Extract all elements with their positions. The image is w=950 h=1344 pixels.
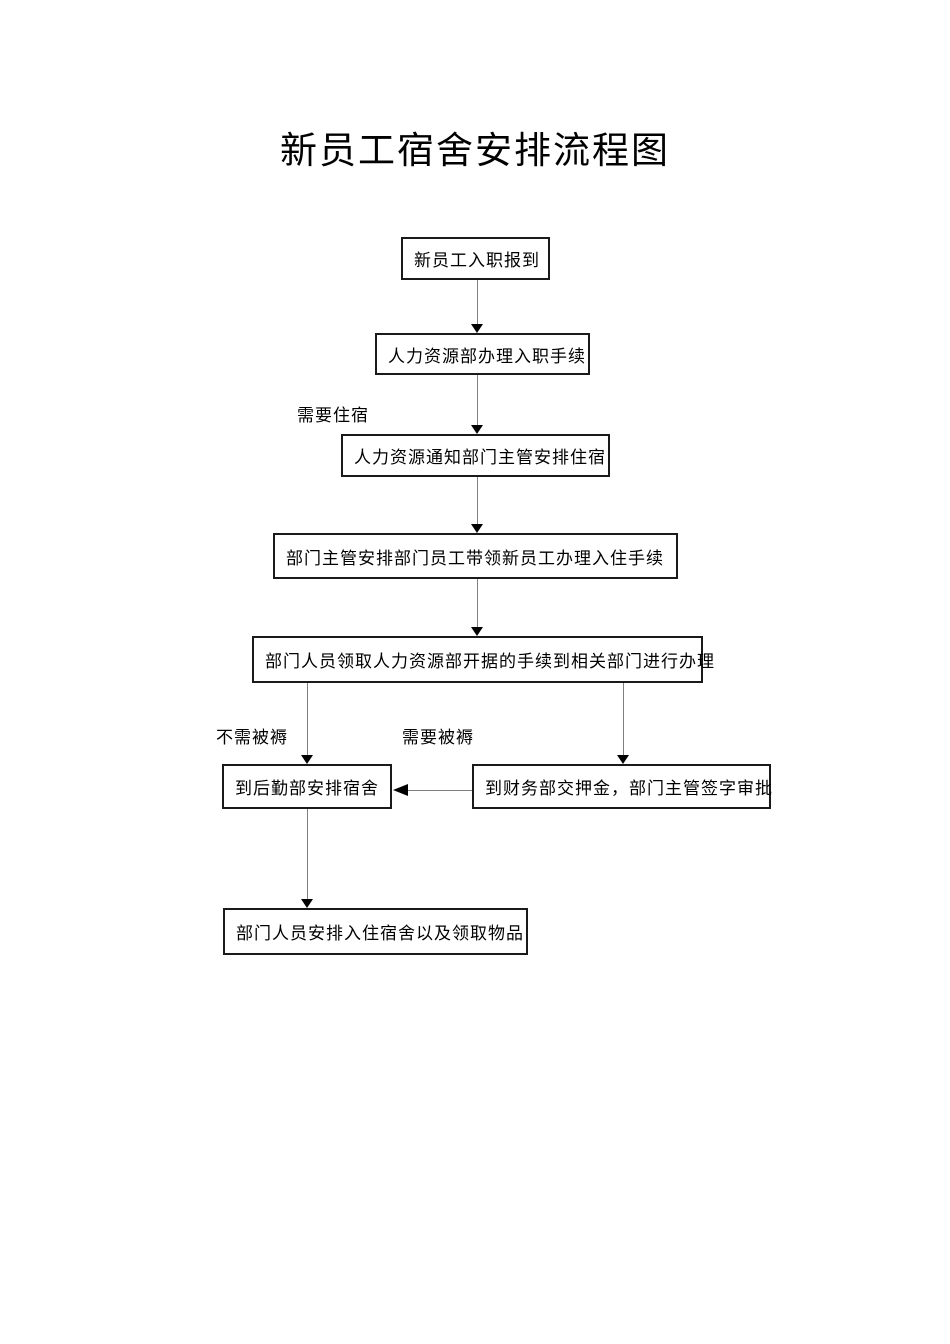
- connector-notify-to-supervisor-arrowhead: [471, 524, 483, 533]
- connector-logistics-to-checkin-line: [307, 809, 308, 899]
- node-collect-procedures: 部门人员领取人力资源部开据的手续到相关部门进行办理: [252, 636, 714, 683]
- connector-notify-to-supervisor-line: [477, 477, 478, 524]
- page-title: 新员工宿舍安排流程图: [280, 131, 670, 172]
- node-hr-notify-supervisor: 人力资源通知部门主管安排住宿: [341, 434, 610, 477]
- node-hr-onboarding: 人力资源部办理入职手续: [375, 333, 590, 375]
- connector-hr-to-notify-line: [477, 375, 478, 425]
- node-new-employee-report: 新员工入职报到: [401, 237, 550, 280]
- connector-start-to-hr-line: [477, 280, 478, 324]
- node-finance-deposit: 到财务部交押金，部门主管签字审批: [472, 764, 772, 809]
- connector-supervisor-to-collect-line: [477, 579, 478, 627]
- connector-finance-to-logistics-line: [408, 790, 472, 791]
- connector-collect-to-logistics-line: [307, 683, 308, 755]
- edge-label-no-bedding: 不需被褥: [216, 728, 288, 747]
- node-supervisor-arrange-checkin: 部门主管安排部门员工带领新员工办理入住手续: [273, 533, 678, 579]
- connector-collect-to-finance-line: [623, 683, 624, 755]
- edge-label-need-bedding: 需要被褥: [402, 728, 474, 747]
- node-logistics-dorm: 到后勤部安排宿舍: [222, 764, 392, 809]
- connector-start-to-hr-arrowhead: [471, 324, 483, 333]
- edge-label-need-accommodation: 需要住宿: [297, 406, 369, 425]
- node-arrange-checkin-items: 部门人员安排入住宿舍以及领取物品: [223, 908, 528, 955]
- connector-collect-to-logistics-arrowhead: [301, 755, 313, 764]
- connector-supervisor-to-collect-arrowhead: [471, 627, 483, 636]
- connector-hr-to-notify-arrowhead: [471, 425, 483, 434]
- connector-logistics-to-checkin-arrowhead: [301, 899, 313, 908]
- connector-collect-to-finance-arrowhead: [617, 755, 629, 764]
- connector-finance-to-logistics-arrowhead: [393, 784, 408, 796]
